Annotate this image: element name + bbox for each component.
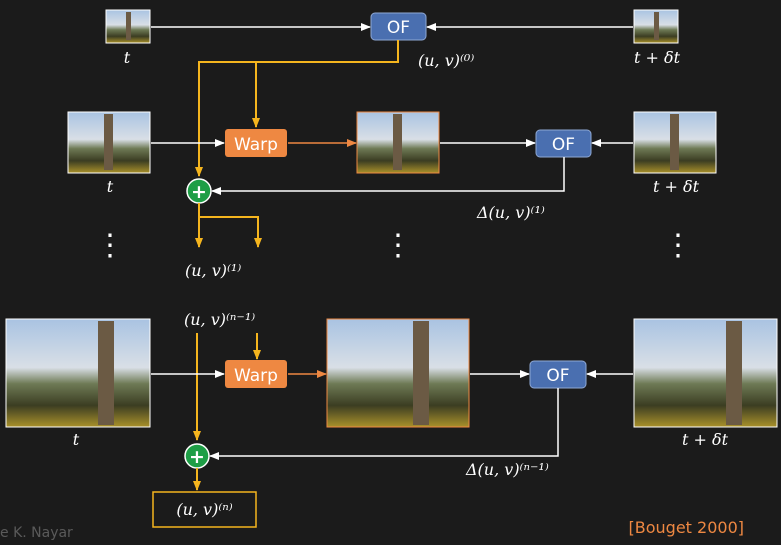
- ellipsis-right: ⋮: [663, 228, 693, 263]
- row2-adder-output-branch: [199, 216, 262, 248]
- citation-text: [Bouget 2000]: [629, 518, 744, 537]
- ellipsis-left: ⋮: [95, 228, 125, 263]
- rown-label-t: t: [73, 430, 80, 449]
- row2-warped-image: [356, 111, 440, 174]
- rown-warp-box: Warp: [225, 360, 287, 388]
- row2-warp-label: Warp: [234, 135, 278, 155]
- rown-adder: +: [184, 443, 210, 469]
- row2-label-flow1: (u, v)⁽¹⁾: [185, 261, 241, 280]
- credit-text: e K. Nayar: [0, 525, 73, 541]
- rown-of-label: OF: [546, 366, 569, 386]
- rown-label-delta-n1: Δ(u, v)⁽ⁿ⁻¹⁾: [465, 460, 549, 479]
- rown-label-t-delta: t + δt: [682, 430, 729, 449]
- final-flow-box: (u, v)⁽ⁿ⁾: [152, 491, 257, 528]
- rown-warped-image: [326, 318, 470, 428]
- row2-warp-box: Warp: [225, 129, 287, 157]
- final-flow-label: (u, v)⁽ⁿ⁾: [176, 500, 232, 519]
- row1-image-t: [105, 9, 151, 44]
- row2-image-t-delta: [633, 111, 717, 174]
- row2-label-t: t: [107, 177, 114, 196]
- row1-image-t-delta: [633, 9, 679, 44]
- row1-of-label: OF: [387, 18, 410, 38]
- rown-delta-arrow-to-adder: [209, 388, 559, 460]
- rown-image-t-delta: [633, 318, 778, 428]
- row1-of-box: OF: [370, 12, 427, 41]
- row2-label-t-delta: t + δt: [653, 177, 700, 196]
- row2-adder: +: [186, 178, 212, 204]
- row2-label-delta1: Δ(u, v)⁽¹⁾: [476, 203, 545, 222]
- ellipsis-middle: ⋮: [383, 228, 413, 263]
- row2-of-box: OF: [535, 129, 592, 158]
- rown-label-flow-n1: (u, v)⁽ⁿ⁻¹⁾: [184, 310, 255, 329]
- row1-label-t-delta: t + δt: [634, 48, 681, 67]
- row1-label-t: t: [124, 48, 131, 67]
- row1-label-flow0: (u, v)⁽⁰⁾: [418, 51, 474, 70]
- row1-flow-arrow-to-adder: [195, 40, 399, 177]
- row2-image-t: [67, 111, 151, 174]
- rown-plus-icon: +: [189, 446, 205, 468]
- row2-of-label: OF: [552, 135, 575, 155]
- rown-warp-label: Warp: [234, 366, 278, 386]
- row2-plus-icon: +: [191, 181, 207, 203]
- row2-delta-arrow-to-adder: [211, 157, 565, 195]
- rown-image-t: [5, 318, 151, 428]
- rown-of-box: OF: [529, 360, 587, 389]
